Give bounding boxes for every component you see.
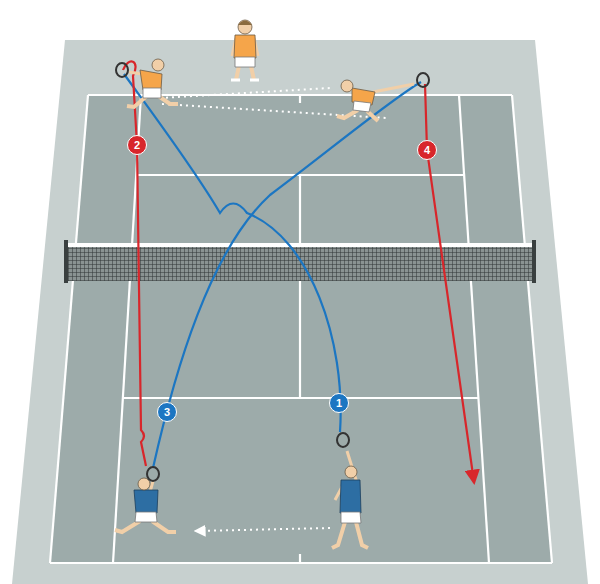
racket [417, 73, 429, 87]
callout-number: 1 [329, 393, 349, 413]
player-head [345, 466, 357, 478]
court-surface [50, 95, 552, 563]
singles-sideline [459, 95, 489, 563]
callout-number: 4 [417, 140, 437, 160]
player-shorts [235, 57, 255, 67]
ball-path [124, 74, 341, 432]
movement-path [123, 61, 146, 466]
center-mark [299, 554, 301, 563]
racket [116, 63, 128, 77]
doubles-sideline [512, 95, 552, 563]
player-legs [236, 66, 254, 80]
player-hair [238, 21, 252, 26]
court-lines [50, 95, 552, 563]
callout-number: 3 [157, 402, 177, 422]
player-head [341, 80, 353, 92]
player-shirt [234, 35, 256, 58]
ball-path [153, 82, 421, 468]
player-legs [115, 521, 176, 532]
callout-label: 3 [164, 407, 170, 418]
racket [337, 433, 349, 447]
player-figure [231, 20, 259, 80]
callout-label: 1 [336, 398, 342, 409]
player-figure [115, 467, 176, 532]
callout-label: 2 [134, 140, 140, 151]
dotted-move-line [160, 88, 330, 98]
net-post [64, 240, 68, 283]
player-legs [332, 522, 368, 548]
player-figure [116, 59, 178, 107]
player-head [238, 20, 252, 34]
dotted-move-line [196, 528, 330, 531]
player-figure [332, 433, 368, 548]
player-shorts [143, 88, 161, 98]
player-shirt [134, 490, 158, 513]
center-service-line [299, 175, 301, 398]
player-figure [337, 73, 429, 121]
doubles-sideline [50, 95, 88, 563]
racket [147, 467, 159, 481]
callout-label: 4 [424, 145, 430, 156]
player-shoes [231, 79, 259, 82]
player-shorts [135, 512, 157, 522]
player-shirt [140, 70, 162, 90]
player-arms [373, 84, 414, 92]
player-shirt [340, 480, 361, 513]
callout-number: 2 [127, 135, 147, 155]
player-shorts [353, 101, 371, 112]
player-head [152, 59, 164, 71]
center-mark [299, 95, 301, 103]
net-post [532, 240, 536, 283]
player-shorts [341, 512, 361, 523]
court-surround [12, 40, 588, 584]
player-legs [337, 110, 378, 121]
